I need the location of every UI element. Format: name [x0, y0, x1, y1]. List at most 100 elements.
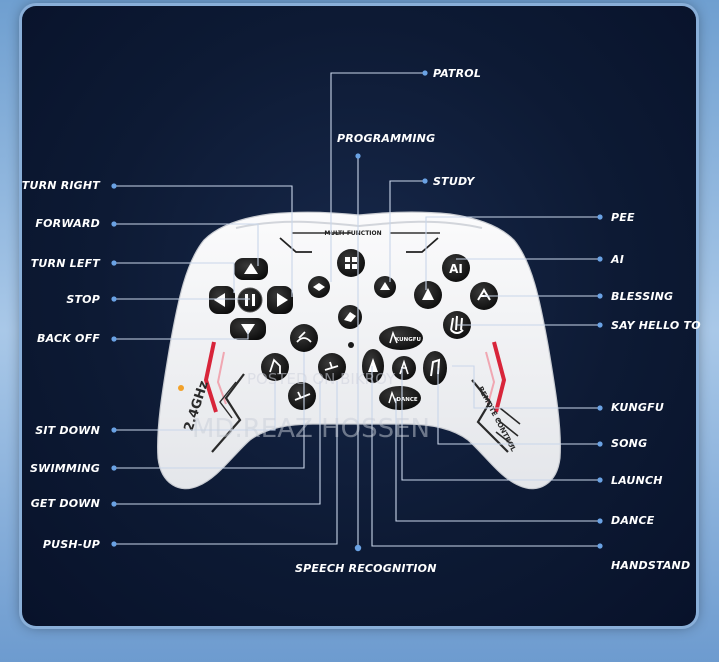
dot-dance [597, 518, 603, 524]
controller-top-edge [235, 220, 483, 229]
dot-forward [111, 221, 117, 227]
kungfu-icon [389, 330, 398, 344]
push-up-button[interactable] [288, 382, 316, 410]
song-button[interactable] [423, 351, 447, 385]
multi-function-text: MULTI-FUNCTION [324, 230, 381, 237]
dot-turn-left [111, 260, 117, 266]
label-stop: STOP [66, 293, 100, 306]
ai-button-label: AI [449, 262, 463, 276]
mic-hole [348, 342, 354, 348]
line-sit-down [114, 381, 276, 431]
dot-study [422, 178, 428, 184]
label-forward: FORWARD [35, 217, 100, 230]
label-back-off: BACK OFF [37, 332, 100, 345]
dot-patrol [422, 70, 428, 76]
pause-icon-bar-1 [245, 294, 248, 306]
dance-button[interactable] [379, 386, 421, 410]
dot-launch [597, 477, 603, 483]
buttons[interactable]: AI KUNGFU DANCE [261, 249, 498, 410]
line-song [437, 368, 600, 445]
dot-push-up [111, 541, 117, 547]
study-icon [380, 282, 390, 290]
dance-button-label: DANCE [396, 397, 417, 403]
dot-sit-down [111, 427, 117, 433]
dot-handstand [597, 543, 603, 549]
get-down-icon [324, 361, 339, 371]
right-red-accent [492, 341, 506, 413]
left-grip-chevron [211, 373, 245, 453]
label-swimming: SWIMMING [30, 462, 100, 475]
label-study: STUDY [433, 175, 475, 188]
dot-kungfu [597, 405, 603, 411]
hand-wave-icon [450, 315, 464, 334]
top-chevron-right [406, 237, 439, 253]
label-speech-recognition: SPEECH RECOGNITION [295, 562, 437, 575]
up-arrow-icon [244, 263, 258, 274]
label-handstand: HANDSTAND [611, 559, 691, 572]
line-pee [425, 216, 600, 290]
patrol-icon [313, 283, 325, 291]
dot-say-hello [597, 322, 603, 328]
dot-stop [111, 296, 117, 302]
label-patrol: PATROL [433, 67, 482, 80]
label-kungfu: KUNGFU [611, 401, 664, 414]
label-song: SONG [611, 437, 648, 450]
dance-icon [388, 390, 397, 404]
down-arrow-icon [241, 324, 255, 335]
line-study [389, 180, 425, 282]
line-back-off [114, 330, 249, 340]
line-get-down [114, 381, 321, 505]
programming-button[interactable] [337, 249, 365, 277]
label-blessing: BLESSING [611, 290, 674, 303]
label-launch: LAUNCH [611, 474, 663, 487]
song-icon [430, 358, 441, 377]
line-dance [395, 398, 600, 522]
dot-programming [355, 153, 361, 159]
label-turn-left: TURN LEFT [30, 257, 100, 270]
line-turn-left [114, 262, 235, 293]
label-sit-down: SIT DOWN [35, 424, 100, 437]
dpad-center-button[interactable] [237, 287, 263, 313]
line-forward [114, 223, 259, 266]
dot-speech [354, 544, 362, 552]
orange-led [178, 385, 184, 391]
kungfu-button[interactable] [379, 326, 423, 350]
dpad[interactable] [209, 258, 293, 340]
leader-dots [111, 70, 603, 552]
left-grip-chevron-2 [219, 381, 237, 419]
left-red-accent [204, 341, 218, 413]
top-chevron-left [279, 237, 312, 253]
line-kungfu [452, 365, 600, 409]
pause-icon-bar-2 [252, 294, 255, 306]
label-pee: PEE [611, 211, 635, 224]
left-arrow-icon [214, 293, 225, 307]
sit-down-button[interactable] [261, 353, 289, 381]
dot-get-down [111, 501, 117, 507]
dot-swimming [111, 465, 117, 471]
line-swimming [114, 352, 305, 469]
right-grip-chevron [471, 379, 509, 453]
line-patrol [330, 72, 425, 282]
right-red-accent-inner [485, 351, 496, 405]
label-get-down: GET DOWN [30, 497, 100, 510]
label-push-up: PUSH-UP [42, 538, 100, 551]
dot-blessing [597, 293, 603, 299]
dot-back-off [111, 336, 117, 342]
push-up-icon [294, 391, 311, 401]
left-red-accent-inner [216, 351, 227, 405]
grid-icon [345, 257, 357, 269]
label-dance: DANCE [611, 514, 655, 527]
line-launch [401, 368, 600, 481]
dot-song [597, 441, 603, 447]
ai-button[interactable] [442, 254, 470, 282]
sit-down-icon [269, 358, 281, 374]
dot-turn-right [111, 183, 117, 189]
line-handstand [371, 366, 600, 547]
launch-icon [368, 358, 378, 372]
leader-lines [114, 72, 600, 548]
dot-ai [597, 256, 603, 262]
dot-pee [597, 214, 603, 220]
label-programming: PROGRAMMING [337, 132, 436, 145]
speech-icon [344, 312, 356, 322]
